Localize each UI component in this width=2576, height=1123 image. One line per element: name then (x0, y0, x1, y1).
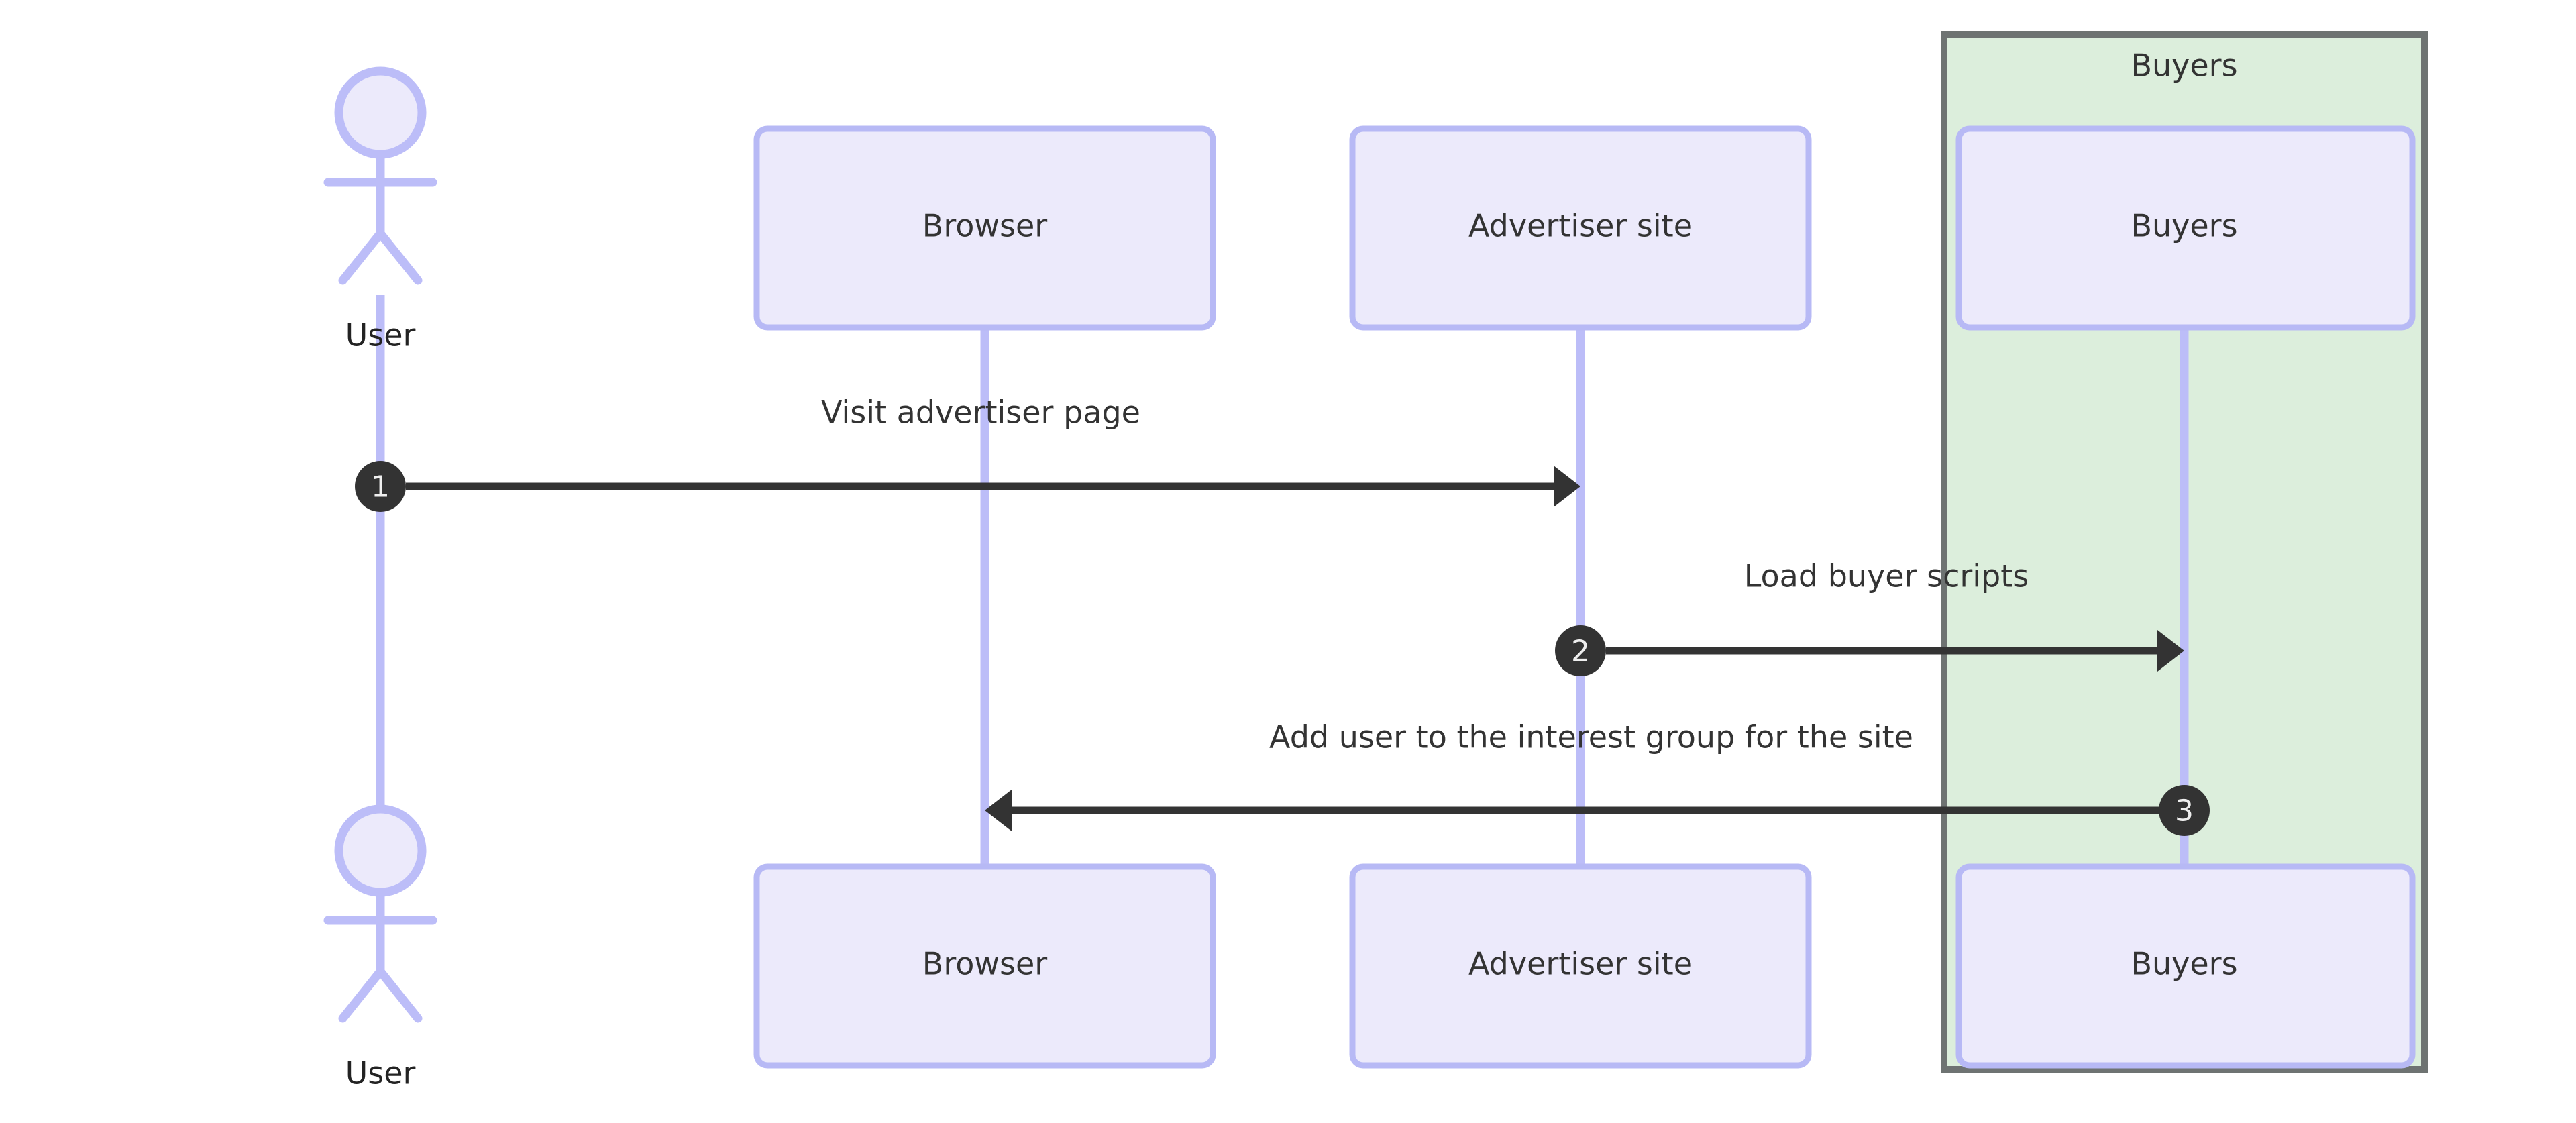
actor-head-icon (334, 66, 427, 159)
message-sequence-number: 2 (1571, 635, 1590, 669)
message-2[interactable]: 2 Load buyer scripts (1555, 558, 2184, 677)
participant-label-browser: Browser (922, 946, 1047, 982)
actor-label-user-bottom: User (345, 1055, 416, 1091)
participant-rect (1955, 863, 2416, 1069)
participant-box-advertiser-site-top[interactable]: Advertiser site (1349, 125, 1812, 331)
participant-label-buyers: Buyers (2131, 208, 2237, 244)
message-sequence-badge (2159, 785, 2210, 836)
messages-layer: 1 Visit advertiser page 2 Load buyer script… (355, 394, 2210, 837)
message-arrowhead (1554, 466, 1580, 507)
group-box-title: Buyers (2131, 48, 2237, 84)
actor-user-bottom[interactable]: User (323, 804, 437, 1091)
participant-box-buyers-top[interactable]: Buyers (1955, 125, 2416, 331)
actor-label-user-top: User (345, 317, 416, 354)
message-sequence-badge (1555, 625, 1606, 676)
message-arrowhead (985, 790, 1012, 831)
participant-rect (753, 863, 1216, 1069)
actor-legs-icon (338, 967, 423, 1023)
participant-label-buyers: Buyers (2131, 946, 2237, 982)
participant-label-advertiser-site: Advertiser site (1468, 208, 1693, 244)
lifelines (376, 295, 2189, 867)
message-sequence-number: 3 (2175, 794, 2194, 828)
participant-rect (1955, 125, 2416, 331)
message-3[interactable]: 3 Add user to the interest group for the … (985, 719, 2210, 837)
participant-rect (1349, 125, 1812, 331)
message-label: Visit advertiser page (821, 394, 1140, 431)
participant-box-advertiser-site-bottom[interactable]: Advertiser site (1349, 863, 1812, 1069)
message-label: Load buyer scripts (1744, 558, 2029, 594)
message-sequence-badge (355, 461, 406, 512)
actor-user-top[interactable]: User (323, 66, 437, 354)
message-arrowhead (2157, 630, 2184, 672)
actor-head-icon (334, 804, 427, 897)
participant-box-browser-top[interactable]: Browser (753, 125, 1216, 331)
participant-box-buyers-bottom[interactable]: Buyers (1955, 863, 2416, 1069)
participant-rect (753, 125, 1216, 331)
message-1[interactable]: 1 Visit advertiser page (355, 394, 1580, 513)
participant-label-advertiser-site: Advertiser site (1468, 946, 1693, 982)
message-sequence-number: 1 (371, 470, 390, 504)
participant-box-browser-bottom[interactable]: Browser (753, 863, 1216, 1069)
participant-rect (1349, 863, 1812, 1069)
participant-label-browser: Browser (922, 208, 1047, 244)
message-label: Add user to the interest group for the s… (1269, 719, 1913, 755)
actor-legs-icon (338, 229, 423, 285)
